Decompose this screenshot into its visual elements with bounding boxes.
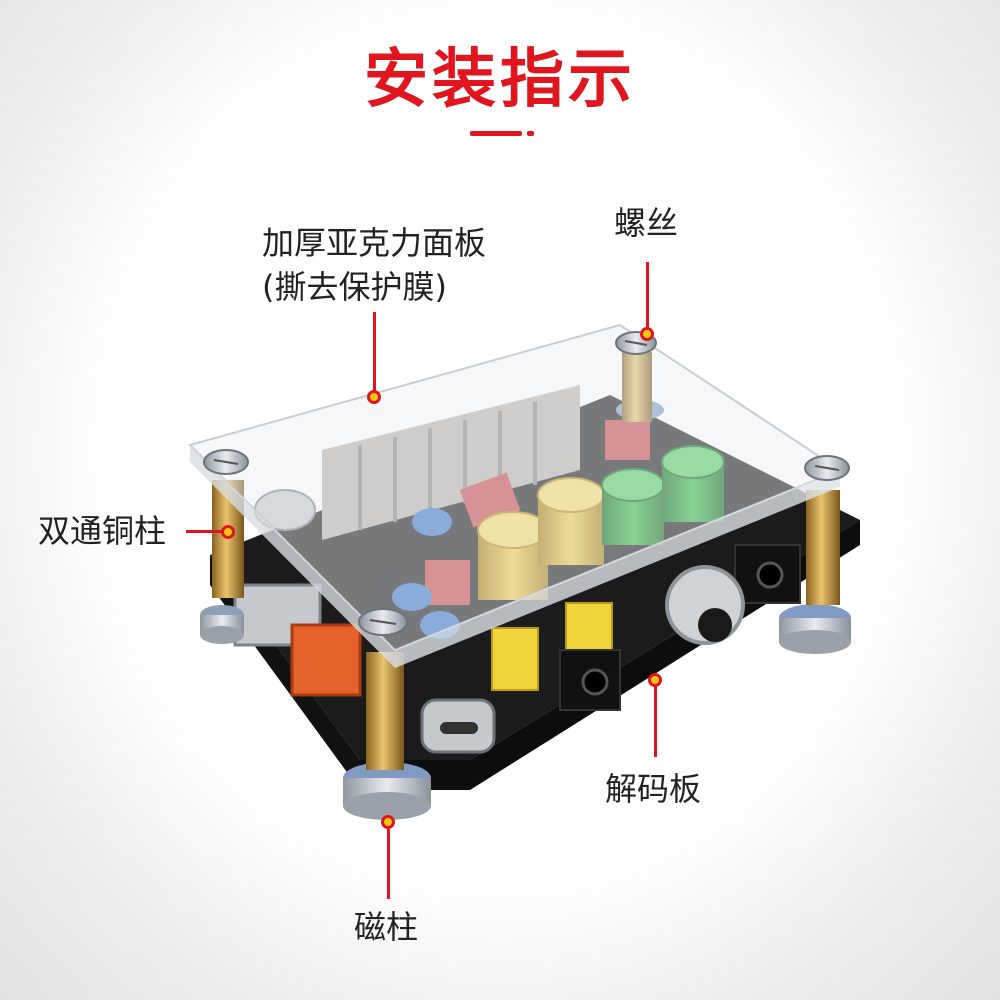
screw — [203, 449, 249, 475]
magnetic-foot — [200, 605, 244, 644]
blue-capacitor — [392, 583, 432, 611]
callout-marker-screw — [640, 327, 654, 341]
callout-line-board — [654, 687, 657, 757]
copper-pillar-label: 双通铜柱 — [38, 512, 167, 550]
magnetic-foot — [779, 604, 851, 654]
screw — [804, 455, 850, 481]
callout-marker-pillar — [221, 525, 235, 539]
screw — [358, 608, 408, 636]
usb-port-orange — [290, 623, 362, 697]
acrylic-panel-label: 加厚亚克力面板 — [262, 224, 487, 262]
page-title: 安装指示 — [364, 43, 636, 117]
copper-pillar — [806, 490, 840, 605]
title-underline — [470, 131, 522, 136]
red-film-capacitor — [425, 560, 470, 605]
red-film-capacitor — [605, 420, 650, 460]
magnetic-foot — [343, 762, 431, 820]
acrylic-panel-sublabel: (撕去保护膜) — [262, 268, 447, 306]
copper-pillar — [622, 352, 652, 422]
callout-line-screw — [646, 262, 649, 328]
screw-label: 螺丝 — [614, 204, 679, 242]
copper-pillar — [366, 652, 404, 770]
callout-marker-board — [648, 673, 662, 687]
blue-capacitor — [412, 508, 452, 536]
magnetic-pillar-label: 磁柱 — [354, 908, 419, 946]
decoder-board-label: 解码板 — [605, 770, 702, 808]
callout-line-magnet — [387, 829, 390, 899]
heatsink — [322, 385, 580, 540]
yellow-film-capacitor — [491, 627, 539, 691]
callout-marker-magnet — [381, 815, 395, 829]
callout-line-pillar — [186, 530, 226, 533]
callout-line-acrylic — [373, 312, 376, 392]
callout-marker-acrylic — [367, 390, 381, 404]
title-underline-dot — [527, 131, 534, 136]
